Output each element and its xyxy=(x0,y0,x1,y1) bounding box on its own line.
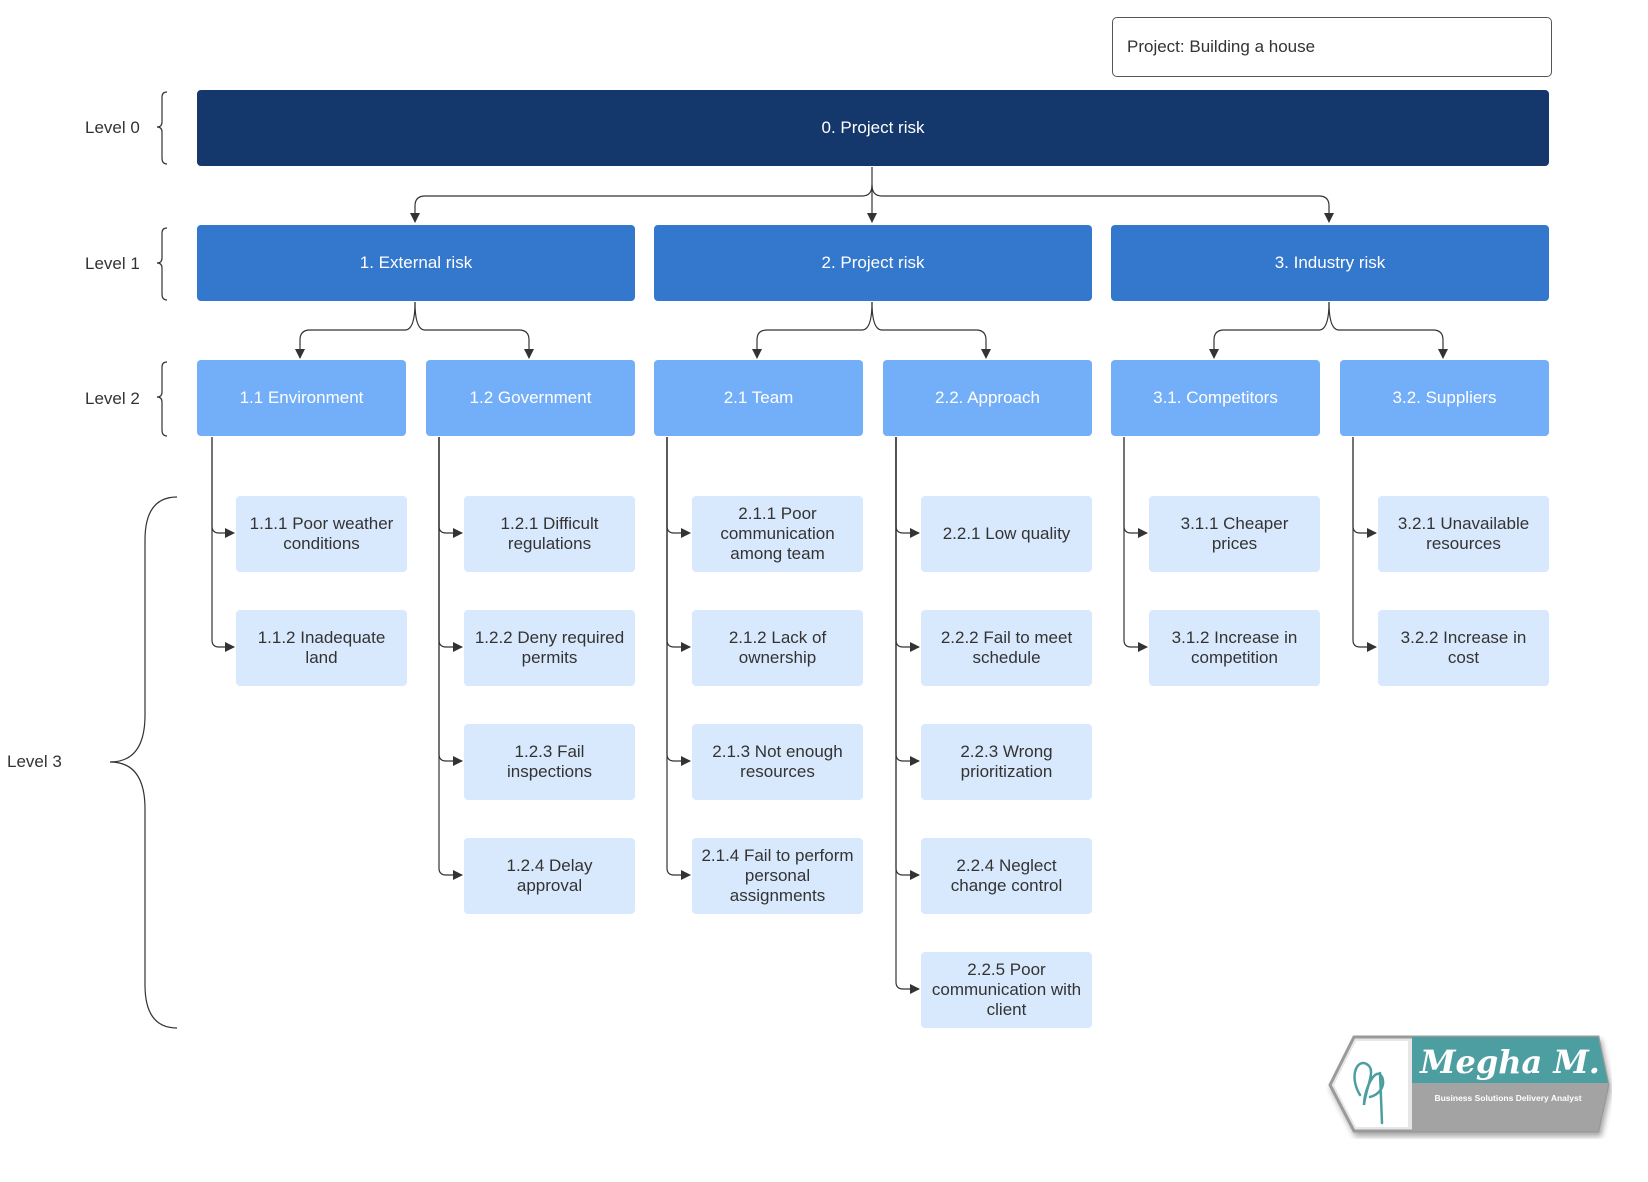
level3-node: 2.1.1 Poor communication among team xyxy=(692,496,863,572)
level3-node-label: 2.2.4 Neglect change control xyxy=(950,855,1063,895)
author-logo: Megha M. Business Solutions Delivery Ana… xyxy=(1328,1035,1610,1133)
level-2-label: Level 2 xyxy=(85,389,140,408)
level2-node-label: 3.1. Competitors xyxy=(1153,387,1278,407)
level3-node-label: 3.1.2 Increase in competition xyxy=(1171,627,1298,667)
level3-node: 2.1.4 Fail to perform personal assignmen… xyxy=(692,838,863,914)
level-0-label: Level 0 xyxy=(85,118,140,137)
level3-node-label: 1.2.1 Difficult regulations xyxy=(500,513,599,553)
level2-node-label: 3.2. Suppliers xyxy=(1392,387,1497,407)
level3-node-label: 1.2.4 Delay approval xyxy=(506,855,593,895)
level3-node-label: 1.1.1 Poor weather conditions xyxy=(249,513,394,553)
level2-node-approach: 2.2. Approach xyxy=(883,360,1092,436)
level3-node: 3.2.2 Increase in cost xyxy=(1378,610,1549,686)
root-node-label: 0. Project risk xyxy=(821,117,925,137)
level-3-label: Level 3 xyxy=(7,752,62,771)
level3-node-label: 3.2.1 Unavailable resources xyxy=(1397,513,1530,553)
level3-node: 2.1.2 Lack of ownership xyxy=(692,610,863,686)
level3-node-label: 2.2.3 Wrong prioritization xyxy=(960,741,1053,781)
project-label: Project: Building a house xyxy=(1127,37,1316,56)
level-3-brace xyxy=(109,496,178,1029)
logo-name: Megha M. xyxy=(1419,1043,1600,1081)
level2-node-label: 1.1 Environment xyxy=(239,387,364,407)
level3-node: 3.1.2 Increase in competition xyxy=(1149,610,1320,686)
level3-node-label: 2.1.4 Fail to perform personal assignmen… xyxy=(701,845,854,906)
level-1-brace xyxy=(156,227,168,301)
level2-node-label: 2.2. Approach xyxy=(935,387,1040,407)
level1-node-label: 1. External risk xyxy=(359,252,473,272)
level3-node: 1.2.1 Difficult regulations xyxy=(464,496,635,572)
level2-node-competitors: 3.1. Competitors xyxy=(1111,360,1320,436)
project-label-box: Project: Building a house xyxy=(1112,17,1552,77)
level3-node: 3.2.1 Unavailable resources xyxy=(1378,496,1549,572)
level3-node: 1.1.1 Poor weather conditions xyxy=(236,496,407,572)
monogram-icon xyxy=(1353,1061,1385,1125)
level3-node: 3.1.1 Cheaper prices xyxy=(1149,496,1320,572)
level3-node-label: 2.1.2 Lack of ownership xyxy=(728,627,827,667)
level3-node: 2.2.1 Low quality xyxy=(921,496,1092,572)
level1-node-industry-risk: 3. Industry risk xyxy=(1111,225,1549,301)
level3-node: 2.2.2 Fail to meet schedule xyxy=(921,610,1092,686)
level3-node-label: 1.1.2 Inadequate land xyxy=(257,627,386,667)
level1-node-project-risk: 2. Project risk xyxy=(654,225,1092,301)
level2-node-suppliers: 3.2. Suppliers xyxy=(1340,360,1549,436)
level3-node: 1.2.3 Fail inspections xyxy=(464,724,635,800)
level2-node-team: 2.1 Team xyxy=(654,360,863,436)
level3-node: 2.1.3 Not enough resources xyxy=(692,724,863,800)
level1-node-label: 2. Project risk xyxy=(821,252,925,272)
level1-node-external-risk: 1. External risk xyxy=(197,225,635,301)
level3-node-label: 1.2.3 Fail inspections xyxy=(506,741,593,781)
level3-node-label: 3.1.1 Cheaper prices xyxy=(1180,513,1289,553)
level-1-label: Level 1 xyxy=(85,254,140,273)
level1-node-label: 3. Industry risk xyxy=(1274,252,1386,272)
level3-node-label: 1.2.2 Deny required permits xyxy=(474,627,625,667)
level3-node: 1.2.2 Deny required permits xyxy=(464,610,635,686)
level2-node-environment: 1.1 Environment xyxy=(197,360,406,436)
level3-node-label: 2.2.5 Poor communication with client xyxy=(931,959,1082,1020)
level3-node: 1.1.2 Inadequate land xyxy=(236,610,407,686)
level3-node-label: 2.1.1 Poor communication among team xyxy=(720,503,835,564)
level3-node-label: 2.1.3 Not enough resources xyxy=(712,741,843,781)
level-2-brace xyxy=(156,361,168,437)
level3-node: 1.2.4 Delay approval xyxy=(464,838,635,914)
root-node: 0. Project risk xyxy=(197,90,1549,166)
level3-node: 2.2.4 Neglect change control xyxy=(921,838,1092,914)
level2-node-label: 2.1 Team xyxy=(723,387,794,407)
level2-node-label: 1.2 Government xyxy=(469,387,592,407)
level3-node-label: 3.2.2 Increase in cost xyxy=(1400,627,1527,667)
level3-node: 2.2.5 Poor communication with client xyxy=(921,952,1092,1028)
level-0-brace xyxy=(156,91,168,165)
level3-node-label: 2.2.1 Low quality xyxy=(942,523,1071,543)
level2-node-government: 1.2 Government xyxy=(426,360,635,436)
level3-node: 2.2.3 Wrong prioritization xyxy=(921,724,1092,800)
level3-node-label: 2.2.2 Fail to meet schedule xyxy=(940,627,1073,667)
logo-tagline: Business Solutions Delivery Analyst xyxy=(1434,1093,1581,1103)
